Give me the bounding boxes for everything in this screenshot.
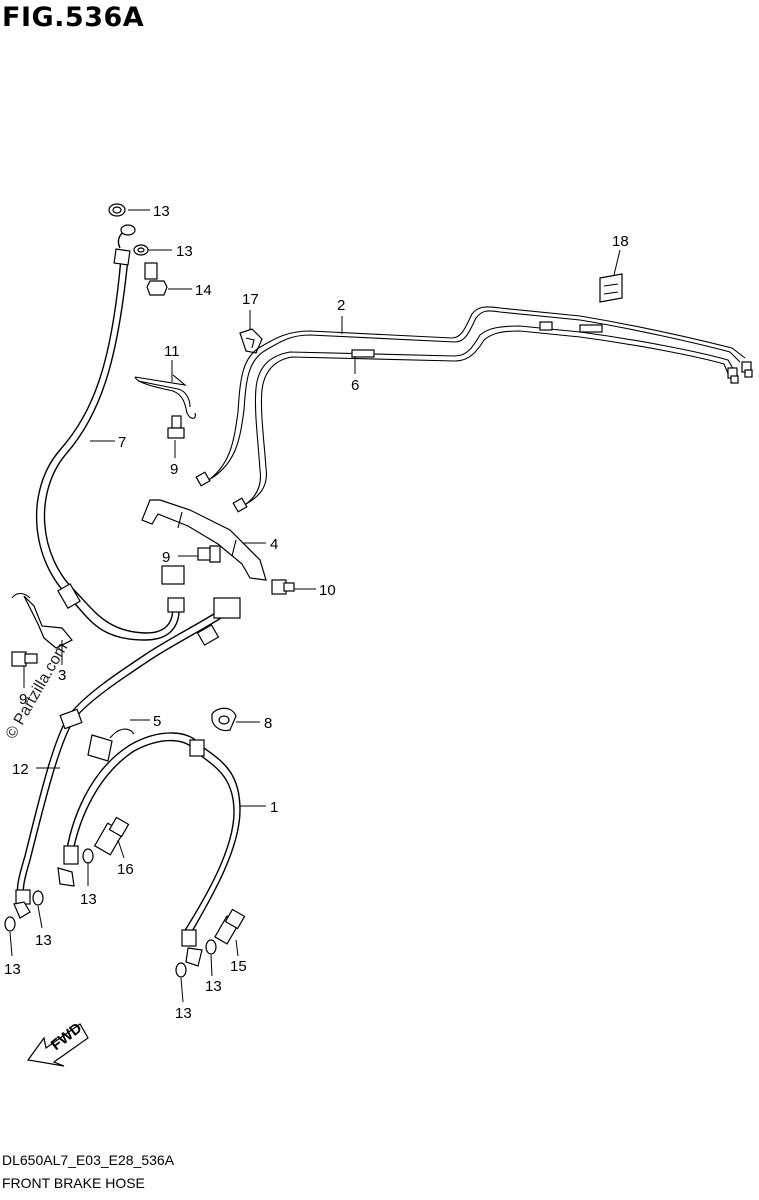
brake-hose-1[interactable] xyxy=(57,732,241,967)
forward-arrow: FWD xyxy=(26,1020,89,1067)
brake-pipe-2[interactable] xyxy=(205,306,746,483)
callout-9[interactable]: 9 xyxy=(162,549,170,566)
clamp-5[interactable] xyxy=(87,728,135,762)
callout-3[interactable]: 3 xyxy=(58,667,66,684)
callout-13[interactable]: 13 xyxy=(205,978,222,995)
callout-9[interactable]: 9 xyxy=(170,461,178,478)
bracket-4[interactable] xyxy=(141,499,267,581)
clamp-17[interactable] xyxy=(239,328,263,354)
callout-7[interactable]: 7 xyxy=(118,434,126,451)
bracket-3[interactable] xyxy=(11,592,73,649)
brake-hose-12[interactable] xyxy=(13,565,241,919)
pipe-end-fittings[interactable] xyxy=(195,361,753,513)
callout-13[interactable]: 13 xyxy=(176,243,193,260)
bracket-11[interactable] xyxy=(134,374,196,419)
figure-title: FIG.536A xyxy=(2,2,145,33)
callout-1[interactable]: 1 xyxy=(270,799,278,816)
figure-caption: FRONT BRAKE HOSE xyxy=(2,1175,145,1191)
brake-pipe-6[interactable] xyxy=(239,321,736,509)
brake-hose-7[interactable] xyxy=(35,229,185,641)
bolt-10[interactable] xyxy=(271,579,295,595)
callout-5[interactable]: 5 xyxy=(153,713,161,730)
bolt-9-upper[interactable] xyxy=(167,415,185,439)
callout-18[interactable]: 18 xyxy=(612,233,629,250)
callout-9[interactable]: 9 xyxy=(19,691,27,708)
callout-16[interactable]: 16 xyxy=(117,861,134,878)
callout-8[interactable]: 8 xyxy=(264,715,272,732)
callout-14[interactable]: 14 xyxy=(195,282,212,299)
leader-lines xyxy=(9,209,621,1003)
callout-13[interactable]: 13 xyxy=(4,961,21,978)
clamp-18[interactable] xyxy=(599,273,623,303)
bolt-9-lower[interactable] xyxy=(11,651,38,667)
callout-12[interactable]: 12 xyxy=(12,761,29,778)
washer-13-second[interactable] xyxy=(120,224,149,256)
clamp-8[interactable] xyxy=(211,707,237,732)
callout-4[interactable]: 4 xyxy=(270,536,278,553)
model-code: DL650AL7_E03_E28_536A xyxy=(2,1152,175,1168)
callout-6[interactable]: 6 xyxy=(351,377,359,394)
washers-13-lower[interactable] xyxy=(4,848,217,978)
callout-15[interactable]: 15 xyxy=(230,958,247,975)
washer-13-top[interactable] xyxy=(108,203,126,217)
union-bolt-16[interactable] xyxy=(93,816,130,856)
callout-13[interactable]: 13 xyxy=(80,891,97,908)
callout-17[interactable]: 17 xyxy=(242,291,259,308)
union-bolt-14[interactable] xyxy=(144,262,168,296)
callout-13[interactable]: 13 xyxy=(153,203,170,220)
bolt-9-middle[interactable] xyxy=(197,545,221,563)
callout-2[interactable]: 2 xyxy=(337,297,345,314)
callout-13[interactable]: 13 xyxy=(175,1005,192,1022)
callout-labels: 13 13 14 17 2 18 11 6 7 9 4 9 10 3 9 5 8… xyxy=(4,203,629,1022)
union-bolt-15[interactable] xyxy=(214,908,246,945)
callout-11[interactable]: 11 xyxy=(164,343,180,360)
callout-10[interactable]: 10 xyxy=(319,582,336,599)
callout-13[interactable]: 13 xyxy=(35,932,52,949)
